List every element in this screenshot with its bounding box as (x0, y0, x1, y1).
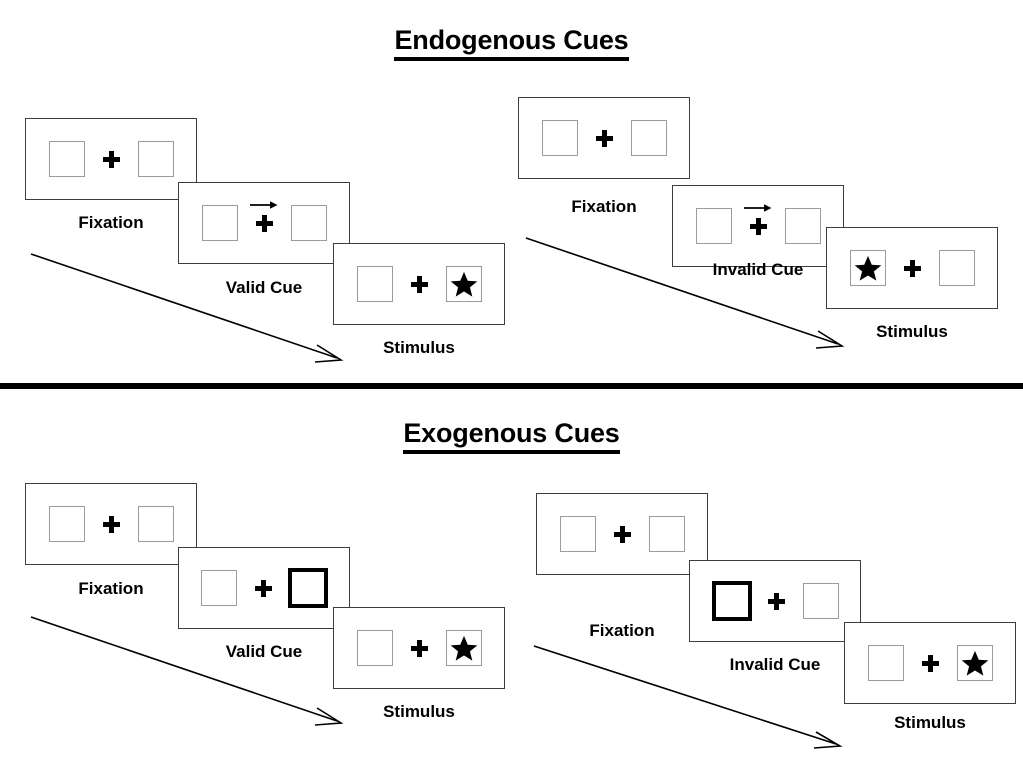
placeholder-box-left (356, 630, 393, 666)
placeholder-box-right (784, 208, 821, 244)
placeholder-box-right (137, 506, 174, 542)
stage-label-stimulus: Stimulus (383, 338, 455, 357)
placeholder-box-right-target (956, 645, 993, 681)
stage-label-stimulus: Stimulus (383, 702, 455, 721)
placeholder-box-right (648, 516, 685, 552)
plus-icon (903, 259, 921, 277)
stage-label-fixation: Fixation (571, 197, 637, 216)
plus-icon (613, 525, 631, 543)
card-endogenous-valid-stimulus[interactable] (333, 243, 505, 325)
placeholder-box-left (200, 570, 237, 606)
card-exogenous-valid-cue[interactable] (178, 547, 350, 629)
plus-icon (410, 639, 428, 657)
card-endogenous-invalid-fixation[interactable] (518, 97, 690, 179)
placeholder-box-left (201, 205, 238, 241)
card-endogenous-valid-cue[interactable] (178, 182, 350, 264)
placeholder-box-left (356, 266, 393, 302)
section-divider (0, 383, 1023, 389)
plus-icon (595, 129, 613, 147)
stage-label-fixation: Fixation (78, 213, 144, 232)
section-title-exogenous-text: Exogenous Cues (403, 418, 620, 454)
stage-label-invalid-cue: Invalid Cue (712, 260, 804, 279)
plus-icon (250, 200, 278, 232)
card-endogenous-invalid-cue[interactable] (672, 185, 844, 267)
card-exogenous-valid-fixation[interactable] (25, 483, 197, 565)
plus-icon (102, 150, 120, 168)
stage-label-valid-cue: Valid Cue (225, 278, 303, 297)
placeholder-box-right (802, 583, 839, 619)
card-endogenous-valid-fixation[interactable] (25, 118, 197, 200)
placeholder-box-right (290, 205, 327, 241)
placeholder-box-left (541, 120, 578, 156)
placeholder-box-left (48, 506, 85, 542)
star-icon (450, 271, 477, 297)
placeholder-box-right (137, 141, 174, 177)
placeholder-box-right-cued (287, 568, 328, 608)
section-title-exogenous: Exogenous Cues (0, 418, 1023, 454)
placeholder-box-left (695, 208, 732, 244)
star-icon (854, 255, 881, 281)
diagonal-arrow-icon (30, 253, 344, 363)
card-exogenous-invalid-cue[interactable] (689, 560, 861, 642)
placeholder-box-right-target (445, 266, 482, 302)
stage-label-stimulus: Stimulus (876, 322, 948, 341)
stage-label-fixation: Fixation (589, 621, 655, 640)
stage-label-fixation: Fixation (78, 579, 144, 598)
stage-label-stimulus: Stimulus (894, 713, 966, 732)
arrow-right-icon (250, 200, 278, 209)
placeholder-box-right (938, 250, 975, 286)
placeholder-box-right-target (445, 630, 482, 666)
arrow-right-icon (744, 203, 772, 212)
placeholder-box-left (559, 516, 596, 552)
stage-label-valid-cue: Valid Cue (225, 642, 303, 661)
plus-icon (744, 203, 772, 235)
card-exogenous-invalid-fixation[interactable] (536, 493, 708, 575)
diagonal-arrow-icon (30, 616, 344, 726)
card-exogenous-valid-stimulus[interactable] (333, 607, 505, 689)
plus-icon (767, 592, 785, 610)
placeholder-box-right (630, 120, 667, 156)
placeholder-box-left (48, 141, 85, 177)
placeholder-box-left-cued (711, 581, 752, 621)
section-title-endogenous-text: Endogenous Cues (394, 25, 629, 61)
star-icon (450, 635, 477, 661)
stage-label-invalid-cue: Invalid Cue (729, 655, 821, 674)
star-icon (961, 650, 988, 676)
placeholder-box-left-target (849, 250, 886, 286)
plus-icon (410, 275, 428, 293)
plus-icon (921, 654, 939, 672)
card-exogenous-invalid-stimulus[interactable] (844, 622, 1016, 704)
plus-icon (254, 579, 272, 597)
placeholder-box-left (867, 645, 904, 681)
card-endogenous-invalid-stimulus[interactable] (826, 227, 998, 309)
plus-icon (102, 515, 120, 533)
section-title-endogenous: Endogenous Cues (0, 25, 1023, 61)
